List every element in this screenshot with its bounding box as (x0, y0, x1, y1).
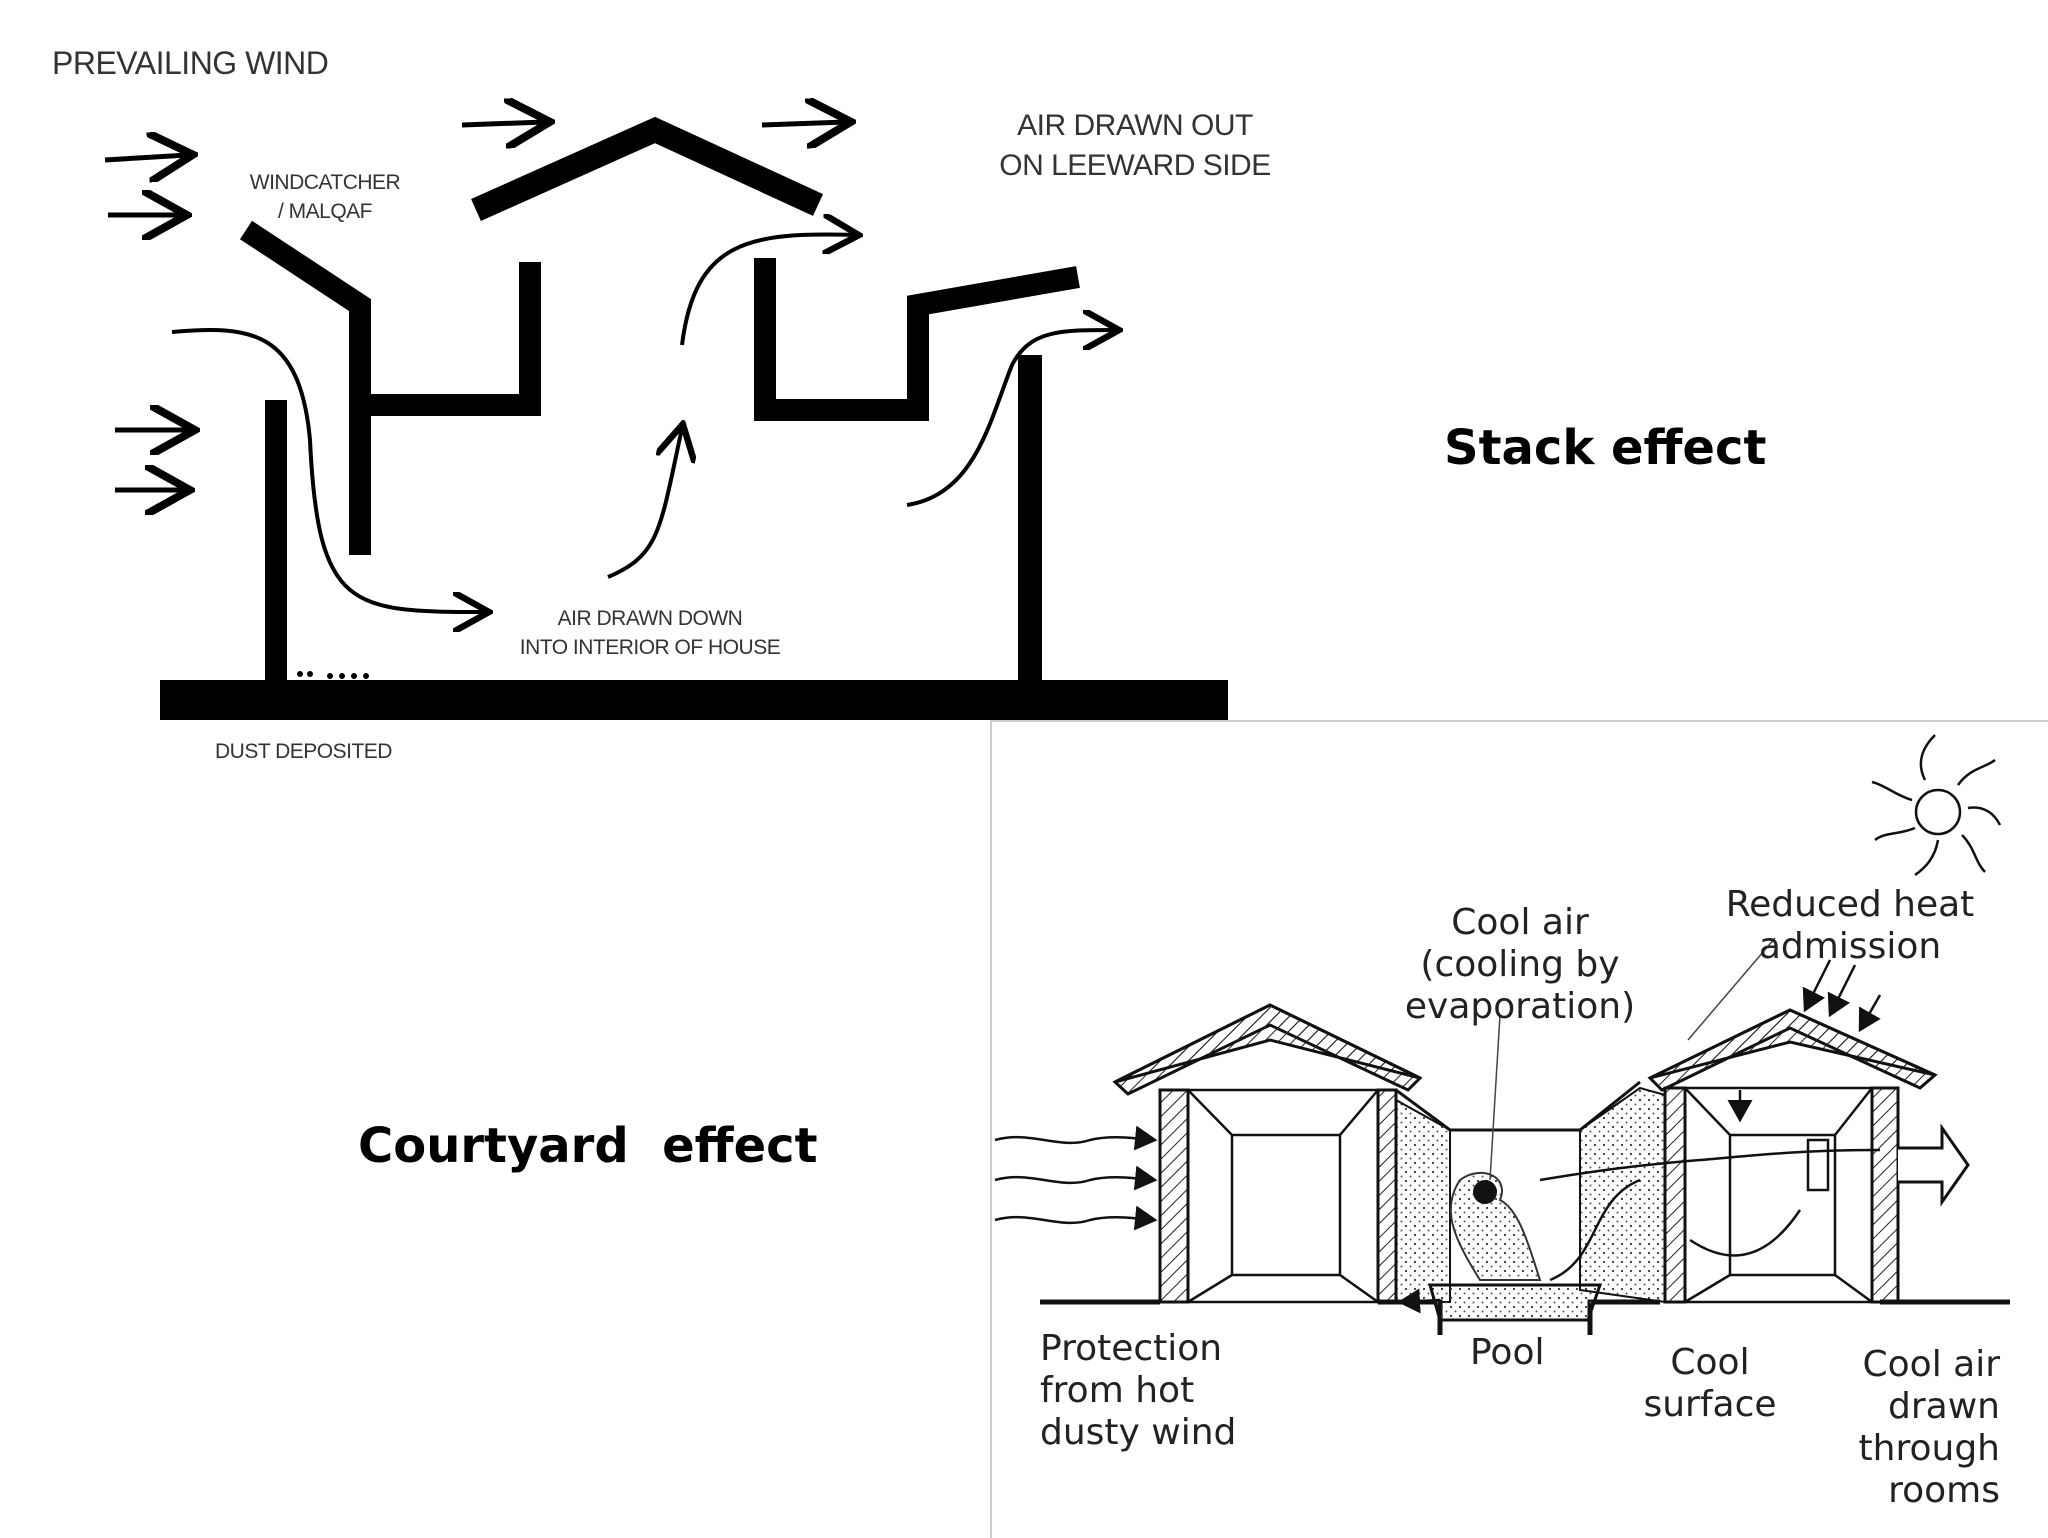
air-drawn-down-label: AIR DRAWN DOWN INTO INTERIOR OF HOUSE (519, 607, 781, 659)
leeward-structure (754, 258, 1080, 421)
protection-label: Protection from hot dusty wind (1040, 1328, 1237, 1453)
cool-air-particle (1473, 1180, 1497, 1204)
stack-effect-heading: Stack effect (1444, 420, 1767, 476)
windcatcher-structure (239, 220, 541, 555)
left-room-interior (1186, 1088, 1380, 1304)
right-room-interior (1683, 1086, 1874, 1304)
airflow-arrows (171, 235, 1115, 612)
wind-arrow-icon (994, 1125, 1158, 1231)
cool-surface-label: Cool surface (1643, 1342, 1777, 1425)
right-roof-top (1649, 1008, 1936, 1080)
heat-admission-arrows (1802, 959, 1882, 1033)
cooling-plume (1449, 1171, 1542, 1281)
dust-dots (297, 671, 369, 679)
courtyard-effect-heading: Courtyard effect (358, 1118, 818, 1174)
cool-air-label: Cool air (cooling by evaporation) (1404, 902, 1636, 1027)
dust-deposited-label: DUST DEPOSITED (215, 740, 392, 763)
courtyard-panel (990, 720, 2048, 1538)
leader-lines (1489, 937, 1776, 1181)
cool-air-drawn-label: Cool air drawn through rooms (1858, 1344, 2000, 1511)
pool (1428, 1283, 1603, 1322)
pool-label: Pool (1470, 1332, 1545, 1373)
air-drawn-out-label: AIR DRAWN OUT ON LEEWARD SIDE (999, 109, 1271, 182)
ground-slab (160, 680, 1228, 720)
reduced-heat-label: Reduced heat admission (1725, 884, 1975, 967)
courtyard-airflow (1397, 1090, 1881, 1314)
right-room-wall-left (1663, 1086, 1687, 1304)
left-room-wall-left (1158, 1088, 1190, 1304)
windcatcher-label: WINDCATCHER / MALQAF (249, 171, 401, 223)
cool-surface-wall (1579, 1086, 1666, 1304)
exhaust-arrow-icon (1898, 1123, 1970, 1207)
left-roof-top (1114, 1003, 1421, 1084)
prevailing-wind-label: PREVAILING WIND (52, 45, 329, 81)
right-wall (1018, 355, 1042, 685)
wind-arrow-icon (104, 122, 846, 490)
left-room-wall-right (1376, 1088, 1398, 1304)
sun-icon (1871, 734, 2002, 877)
courtyard-back-wall (1395, 1098, 1451, 1303)
left-wall (265, 400, 287, 685)
right-room-wall-right (1870, 1086, 1900, 1304)
roof (471, 116, 824, 221)
